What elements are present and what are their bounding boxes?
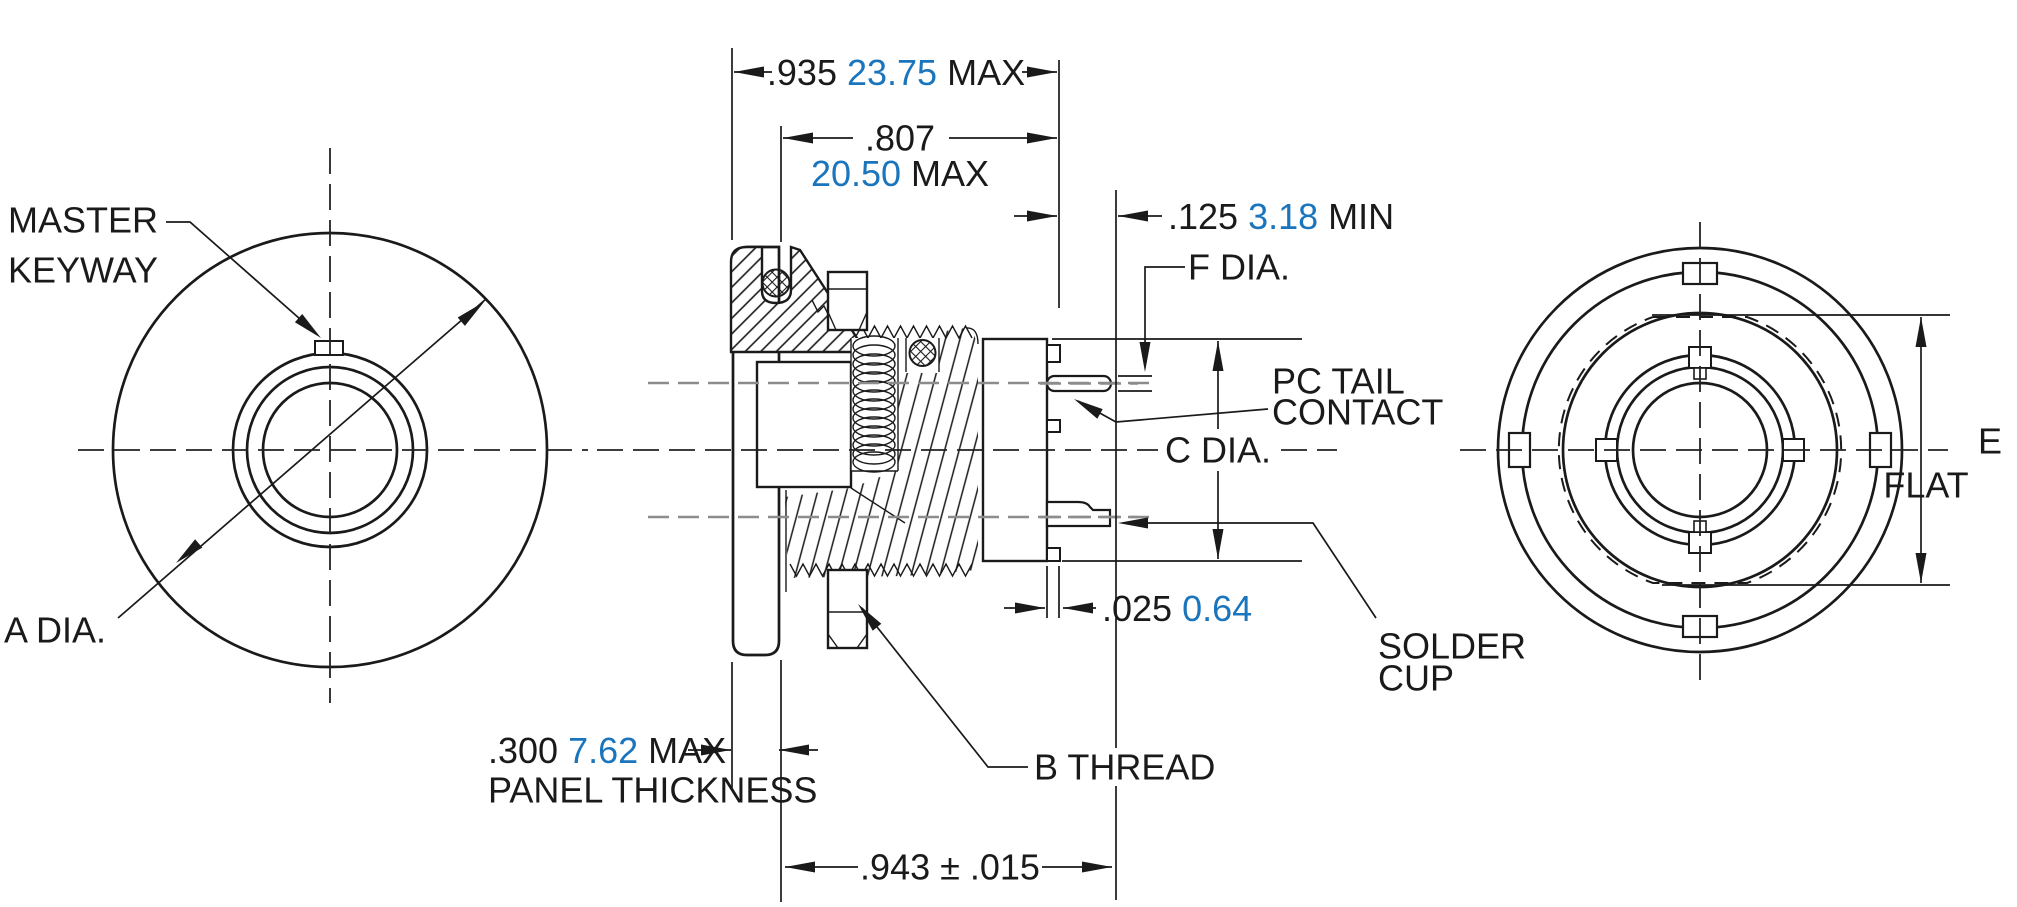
o-ring-front [761, 268, 791, 298]
b-thread-region [785, 327, 978, 578]
a-dia-arrow-upper [457, 302, 484, 326]
body-section [755, 360, 853, 489]
label-panel-thickness: PANEL THICKNESS [488, 770, 817, 811]
spring-cavity [851, 338, 898, 471]
front-view: MASTER KEYWAY A DIA. [4, 148, 588, 703]
pc-tail-leader [1077, 400, 1269, 423]
master-keyway-arrow [294, 314, 321, 338]
solder-cup-leader [1148, 522, 1377, 619]
master-keyway-notch [314, 340, 344, 356]
label-e-flat: E [1978, 421, 2002, 462]
label-pc-tail-2: CONTACT [1272, 392, 1443, 433]
jam-nut-top [826, 270, 869, 332]
label-master-keyway: MASTER [8, 200, 158, 241]
dim-943: .943 ± .015 [860, 847, 1040, 888]
thread-crest-bottom [789, 562, 973, 578]
label-e-flat-2: FLAT [1883, 465, 1968, 506]
rear-step-top [1046, 344, 1061, 363]
rear-step-bottom [1046, 547, 1061, 562]
label-solder-cup: SOLDER [1378, 626, 1526, 667]
jam-nut-bottom [826, 568, 869, 650]
a-dia-arrow-lower [176, 539, 203, 563]
o-ring-rear [908, 339, 937, 367]
label-a-dia: A DIA. [4, 610, 106, 651]
label-c-dia: C DIA. [1165, 430, 1271, 471]
rear-view: E FLAT [1460, 222, 2002, 682]
f-dia-leader [1144, 266, 1185, 344]
label-pc-tail: PC TAIL [1272, 361, 1405, 402]
rear-step-mid [1046, 419, 1061, 433]
neck-corner-round [965, 327, 979, 345]
a-dia-dimension-line [117, 298, 487, 619]
master-keyway-leader [166, 221, 301, 320]
label-solder-cup-2: CUP [1378, 658, 1454, 699]
label-b-thread: B THREAD [1034, 747, 1215, 788]
label-master-keyway-2: KEYWAY [8, 250, 158, 291]
b-thread-leader [861, 607, 1028, 768]
e-flat-dashed-outline [1557, 316, 1843, 584]
section-view [597, 245, 1337, 657]
dim-807-inch: .807 [865, 118, 935, 159]
solder-cup-contact [1045, 500, 1112, 528]
label-f-dia: F DIA. [1188, 247, 1290, 288]
